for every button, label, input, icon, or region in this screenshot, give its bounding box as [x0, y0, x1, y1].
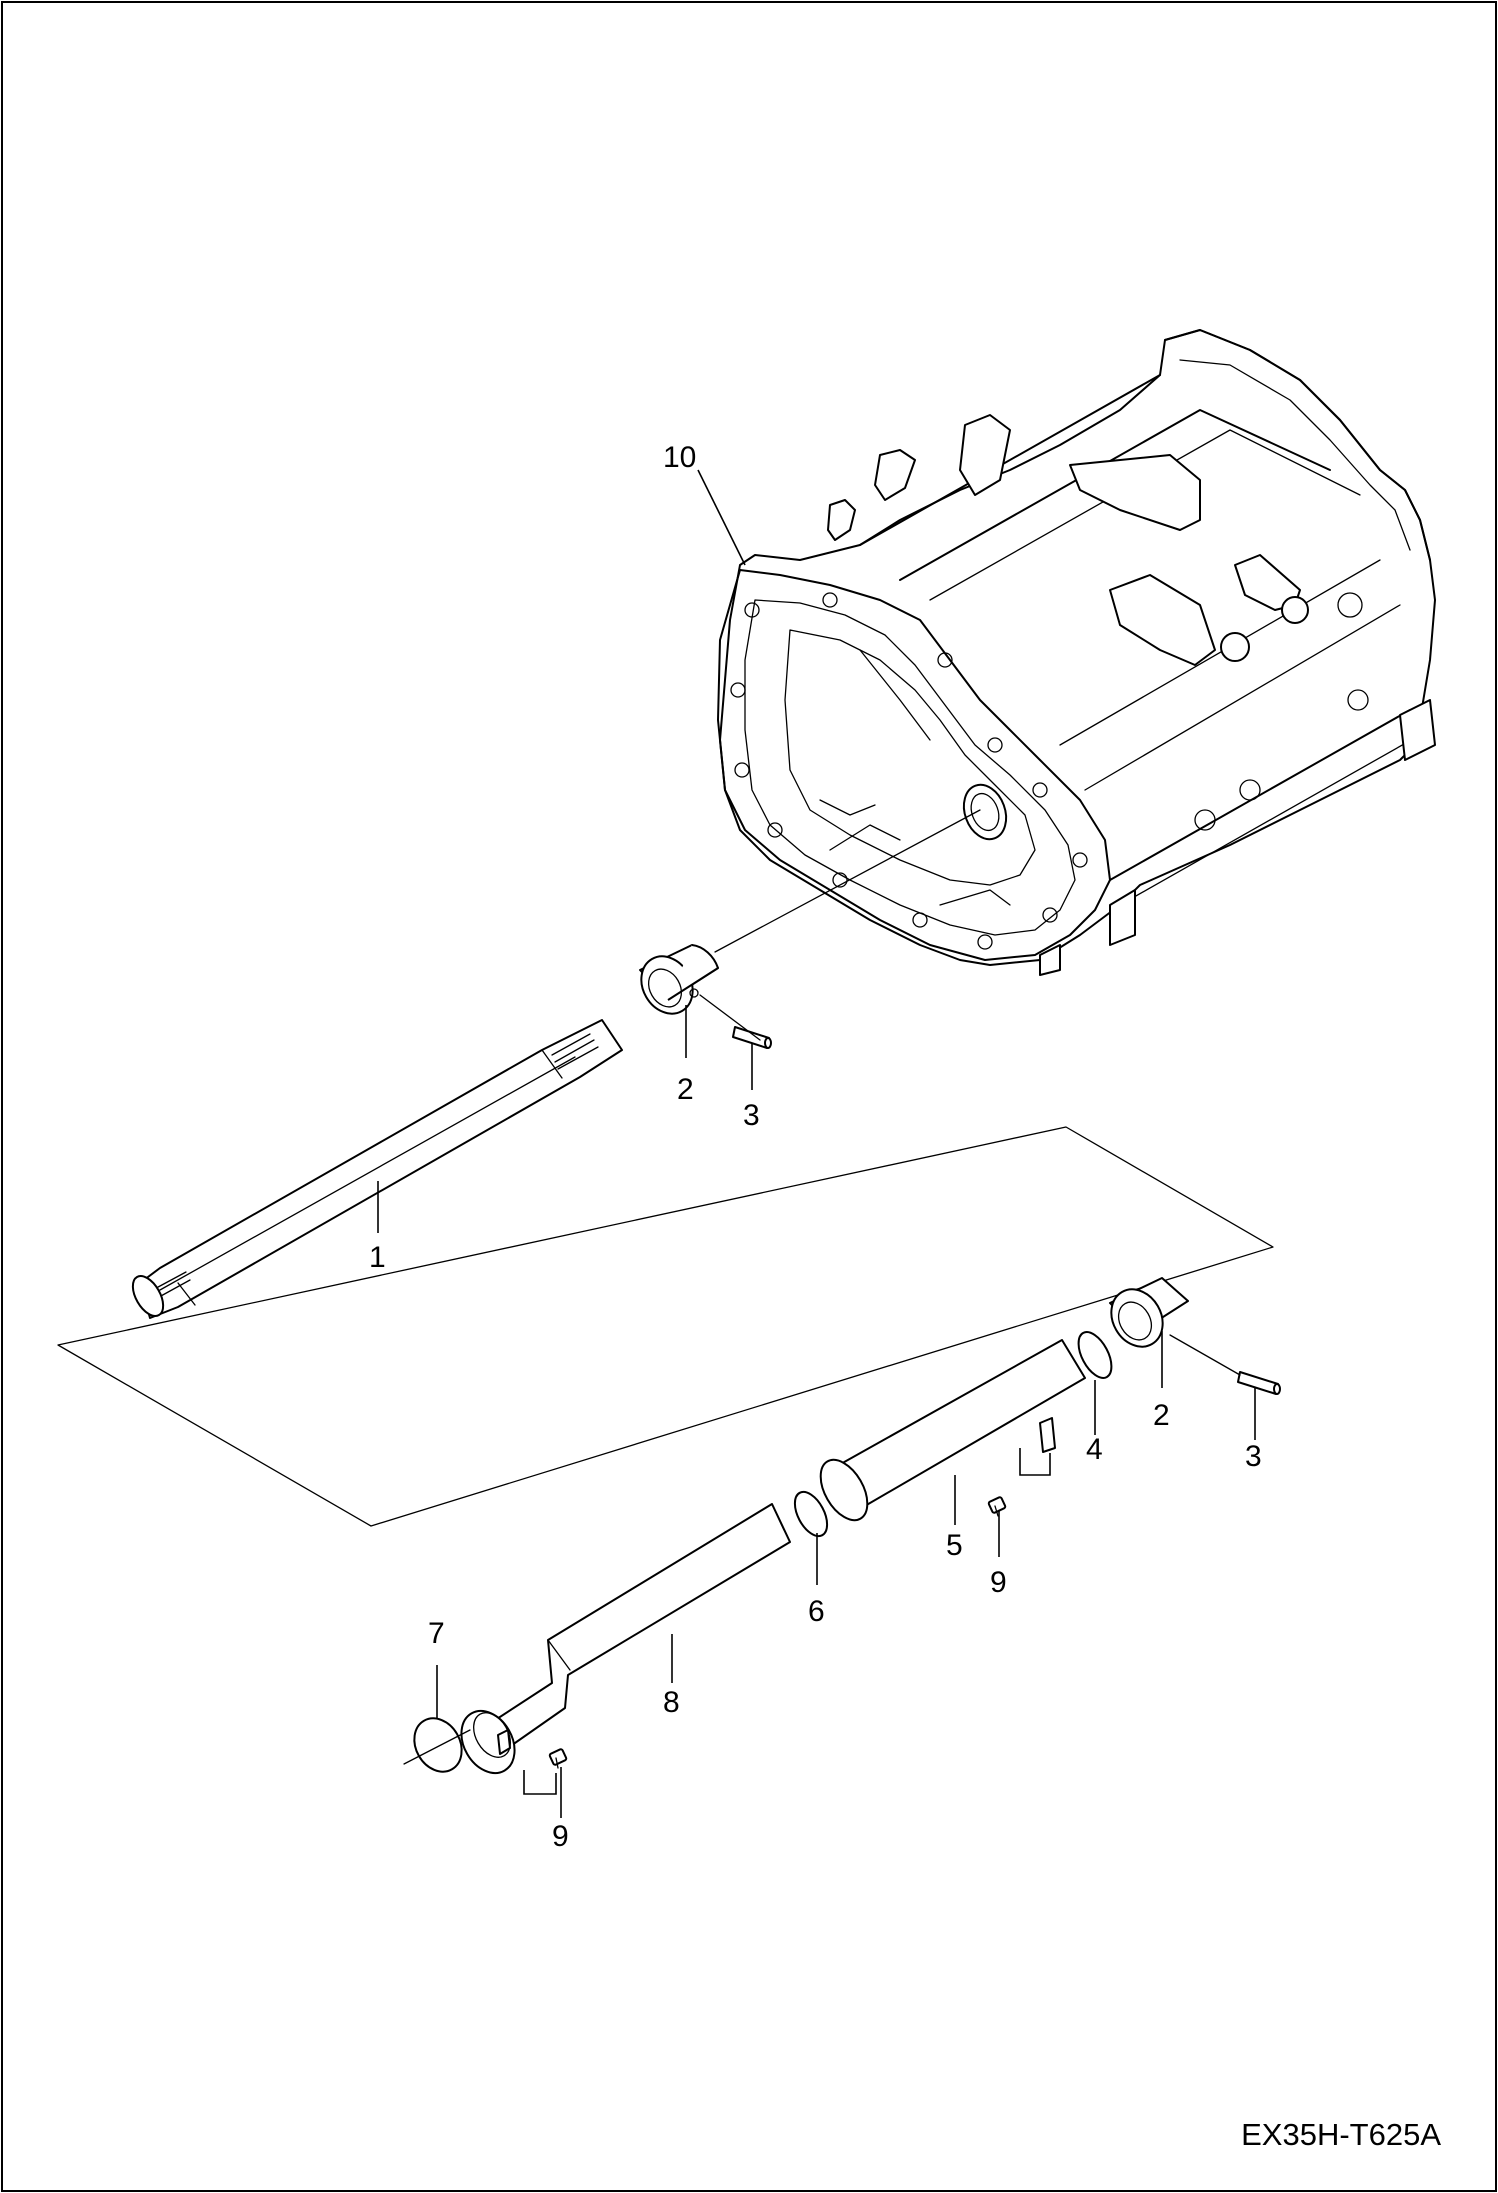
callout-3-upper: 3 — [743, 1099, 760, 1132]
callout-2-lower: 2 — [1153, 1399, 1170, 1432]
callout-1: 1 — [369, 1241, 386, 1274]
splined-shaft[interactable] — [127, 1019, 623, 1321]
pin-axis-upper — [699, 994, 761, 1041]
callout-5: 5 — [946, 1529, 963, 1562]
callout-7: 7 — [428, 1617, 445, 1650]
pin-lower[interactable] — [1237, 1371, 1281, 1395]
callout-9-upper: 9 — [990, 1566, 1007, 1599]
assembly-centerline — [714, 809, 981, 953]
callout-4: 4 — [1086, 1433, 1103, 1466]
drawing-code: EX35H-T625A — [1241, 2117, 1441, 2152]
o-ring-4[interactable] — [1072, 1327, 1118, 1383]
pin-axis-lower — [1169, 1334, 1241, 1376]
callout-3-lower: 3 — [1245, 1440, 1262, 1473]
subassembly-outline — [57, 1126, 1274, 1527]
needle-bearing-upper[interactable] — [631, 944, 719, 1023]
plug-7[interactable] — [405, 1710, 471, 1780]
callout-6: 6 — [808, 1595, 825, 1628]
callout-10: 10 — [663, 441, 696, 474]
leader-lines — [377, 469, 1256, 1818]
pin-upper[interactable] — [732, 1026, 772, 1049]
transmission-case[interactable] — [717, 329, 1436, 976]
bolt-9-lower[interactable] — [548, 1748, 568, 1769]
plug-axis — [403, 1729, 471, 1765]
tube-5[interactable] — [811, 1339, 1086, 1528]
needle-bearing-lower[interactable] — [1101, 1277, 1189, 1356]
callout-2-upper: 2 — [677, 1073, 694, 1106]
tube-8[interactable] — [451, 1503, 791, 1783]
o-ring-6[interactable] — [788, 1487, 833, 1542]
callout-8: 8 — [663, 1686, 680, 1719]
callout-9-lower: 9 — [552, 1820, 569, 1853]
bolt-9-upper[interactable] — [987, 1496, 1007, 1517]
